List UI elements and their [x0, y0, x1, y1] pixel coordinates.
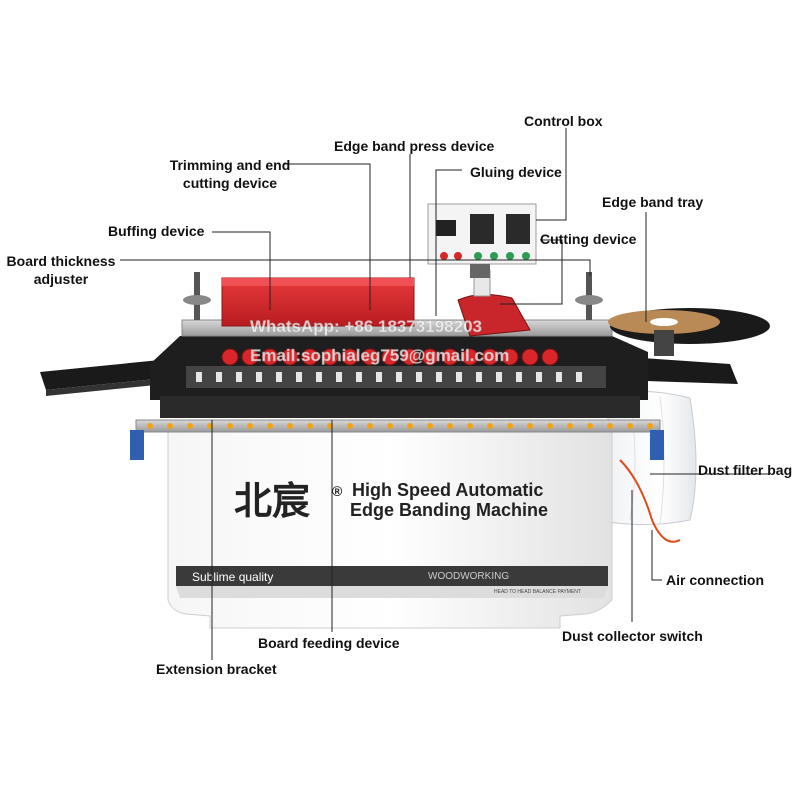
- label-cutting-device: Cutting device: [540, 231, 637, 247]
- label-buffing-device: Buffing device: [108, 223, 205, 239]
- air-hose: [619, 459, 681, 543]
- machine-body: [167, 431, 613, 629]
- label-dust-filter-bag: Dust filter bag: [698, 462, 793, 478]
- thickness-adjusters: [183, 272, 603, 320]
- label-gluing-device: Gluing device: [470, 164, 562, 180]
- label-control-box: Control box: [524, 113, 603, 129]
- label-strip: [176, 566, 608, 586]
- line-gluing: [435, 169, 462, 316]
- label-trimming-end-cutting: Trimming and end cutting device: [160, 156, 300, 192]
- label-board-thickness-adjuster: Board thickness adjuster: [2, 252, 120, 288]
- label-board-thickness-line1: Board thickness: [6, 253, 116, 269]
- label-trimming-line2: cutting device: [182, 175, 278, 191]
- left-extension-table: [40, 360, 166, 396]
- machine-title-line1: High Speed Automatic: [352, 480, 543, 500]
- line-control-box: [536, 128, 567, 221]
- left-blue-bracket: [130, 430, 144, 460]
- brand-cn: 北宸: [234, 481, 310, 523]
- label-air-connection: Air connection: [666, 572, 765, 588]
- watermark: WhatsApp: +86 18373198203 Email:sophiale…: [250, 317, 510, 365]
- label-edge-band-tray: Edge band tray: [602, 194, 704, 210]
- right-blue-bracket: [650, 430, 664, 460]
- line-buffing: [212, 231, 271, 310]
- control-box: [427, 203, 537, 278]
- feed-rollers: [186, 348, 606, 388]
- registered-mark: ®: [332, 483, 343, 499]
- label-extension-bracket: Extension bracket: [156, 661, 277, 677]
- line-board-thickness: [120, 259, 591, 276]
- panel-right-text: WOODWORKING: [428, 571, 509, 582]
- callout-lines: [120, 128, 770, 660]
- watermark-line2: Email:sophialeg759@gmail.com: [250, 346, 509, 365]
- line-air-connection: [651, 530, 662, 581]
- label-edge-band-press-device: Edge band press device: [334, 138, 495, 154]
- label-board-feeding-device: Board feeding device: [258, 635, 400, 651]
- panel-left-text: Sublime quality: [192, 570, 273, 584]
- watermark-line1: WhatsApp: +86 18373198203: [250, 317, 482, 336]
- label-board-thickness-line2: adjuster: [33, 271, 89, 287]
- machine-branding: 北宸 ® High Speed Automatic Edge Banding M…: [192, 480, 581, 595]
- machine-title-line2: Edge Banding Machine: [350, 500, 548, 520]
- panel-sub-text: HEAD TO HEAD BALANCE PAYMENT: [494, 589, 581, 595]
- line-trimming: [284, 163, 371, 310]
- line-cutting: [500, 239, 563, 305]
- label-dust-collector-switch: Dust collector switch: [562, 628, 703, 644]
- edge-band-tray: [608, 308, 770, 356]
- label-trimming-line1: Trimming and end: [169, 157, 291, 173]
